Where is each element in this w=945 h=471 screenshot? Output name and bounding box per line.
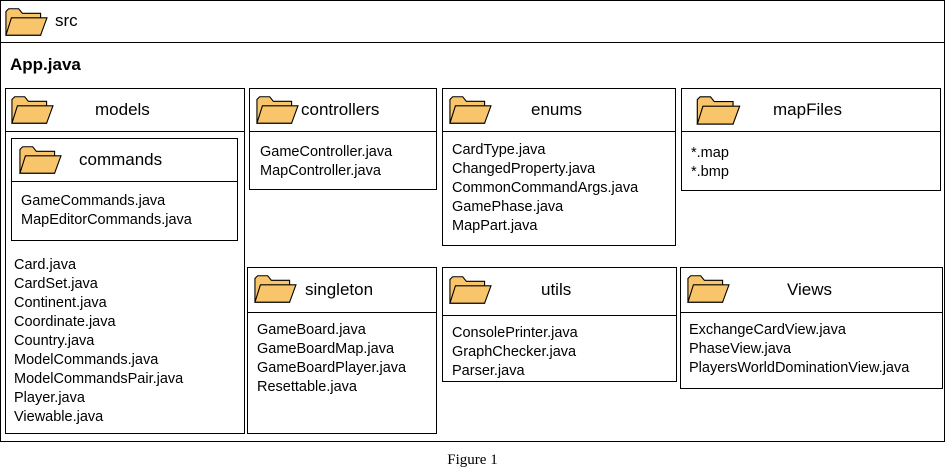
file-item: GamePhase.java [452,199,564,215]
file-item: GameBoardMap.java [257,341,395,357]
src-folder-label: src [55,11,78,30]
file-item: PlayersWorldDominationView.java [689,360,910,376]
file-item: ModelCommands.java [14,352,159,368]
file-item: Player.java [14,390,85,406]
package-title: mapFiles [773,100,842,119]
file-item: Country.java [14,333,95,349]
file-item: GameController.java [260,144,393,160]
file-item: GraphChecker.java [452,344,577,360]
package-title: models [95,100,150,119]
file-item: MapPart.java [452,218,538,234]
title-separator [12,181,237,182]
app-file-label: App.java [10,55,81,74]
folder-icon [448,94,492,125]
package-title: utils [541,280,572,299]
folder-icon [10,94,54,125]
file-item: Viewable.java [14,409,104,425]
file-item: *.map [691,145,729,161]
file-item: PhaseView.java [689,341,792,357]
package-title: commands [79,150,163,169]
src-separator [0,42,945,43]
file-item: GameBoard.java [257,322,366,338]
title-separator [682,131,940,132]
file-item: ModelCommandsPair.java [14,371,184,387]
file-item: GameCommands.java [21,193,166,209]
folder-icon [4,6,48,37]
file-item: Card.java [14,257,77,273]
folder-icon [448,274,492,305]
folder-icon [18,144,62,175]
package-mapfiles: mapFiles *.map *.bmp [681,88,941,191]
figure-caption: Figure 1 [447,452,498,468]
file-list: *.map *.bmp [691,144,729,182]
file-item: CardType.java [452,142,546,158]
file-item: ExchangeCardView.java [689,322,846,338]
folder-icon [253,273,297,304]
package-title: controllers [301,100,380,119]
file-item: ChangedProperty.java [452,161,596,177]
title-separator [443,131,675,132]
folder-icon [686,273,730,304]
title-separator [681,312,942,313]
title-separator [248,312,436,313]
title-separator [250,131,436,132]
file-item: CardSet.java [14,276,98,292]
file-item: MapEditorCommands.java [21,212,192,228]
folder-icon [255,94,299,125]
file-item: Parser.java [452,363,525,379]
title-separator [443,315,676,316]
package-title: singleton [305,280,374,299]
file-item: Coordinate.java [14,314,116,330]
package-title: Views [787,280,833,299]
file-item: MapController.java [260,163,381,179]
file-item: Continent.java [14,295,107,311]
file-item: CommonCommandArgs.java [452,180,639,196]
package-title: enums [531,100,583,119]
folder-icon [689,94,747,126]
file-item: *.bmp [691,164,729,180]
file-item: GameBoardPlayer.java [257,360,407,376]
title-separator [6,131,244,132]
file-item: ConsolePrinter.java [452,325,578,341]
file-item: Resettable.java [257,379,357,395]
